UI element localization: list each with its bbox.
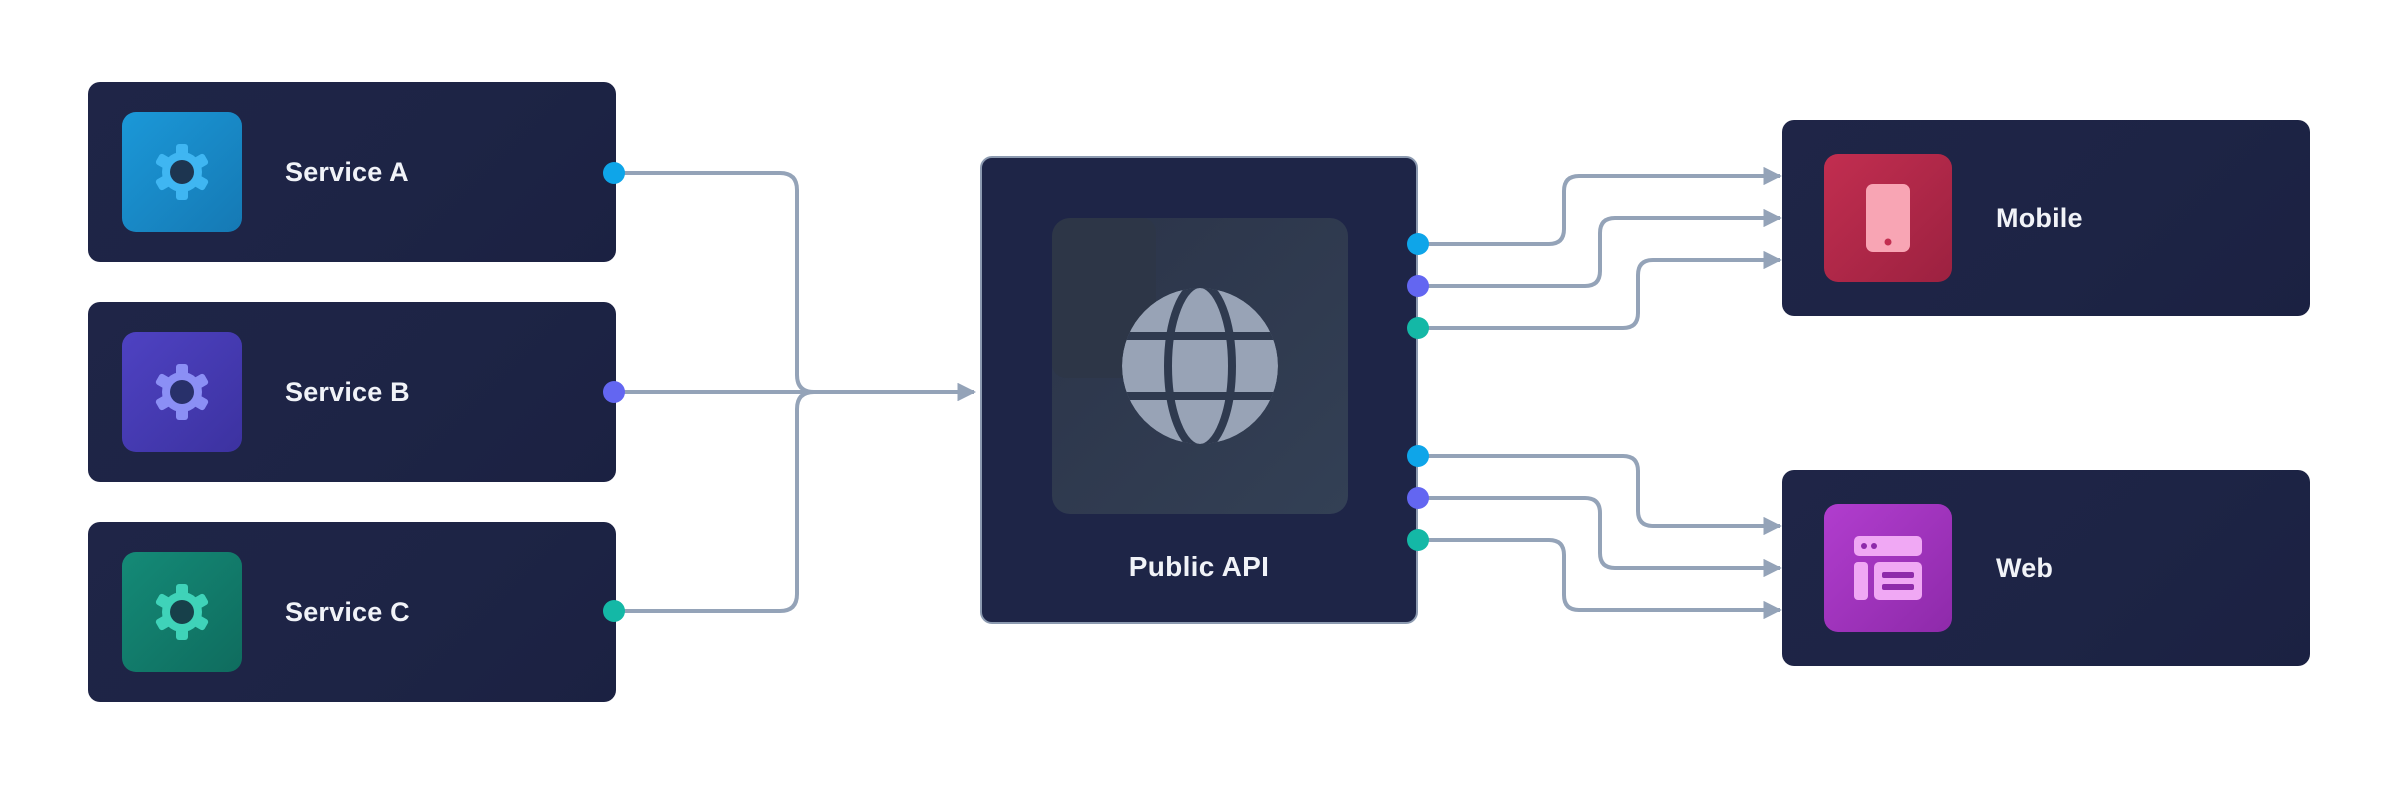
edge-service-c-api [613,390,974,613]
api-label: Public API [1128,551,1270,582]
edge-service-a-api [613,171,976,402]
api-port-mobile-1[interactable] [1407,233,1429,255]
api-port-web-2[interactable] [1407,487,1429,509]
service-b-tile [122,332,242,452]
edge-api-web-2 [1418,496,1782,578]
api-port-web-3[interactable] [1407,529,1429,551]
service-a-port[interactable] [603,162,625,184]
service-label: Service B [285,376,410,407]
public-api-node[interactable]: Public API [980,156,1418,624]
globe-icon [1122,288,1278,444]
service-label: Service C [285,596,410,627]
gear-icon [155,144,209,200]
edge-api-mobile-2 [1418,208,1782,288]
api-port-mobile-2[interactable] [1407,275,1429,297]
service-a-tile [122,112,242,232]
service-c-tile [122,552,242,672]
client-label: Web [1996,552,2054,583]
edge-api-web-1 [1418,454,1782,536]
service-a-card[interactable]: Service A [88,82,616,262]
service-b-card[interactable]: Service B [88,302,616,482]
api-port-web-1[interactable] [1407,445,1429,467]
service-c-card[interactable]: Service C [88,522,616,702]
web-tile [1824,504,1952,632]
client-label: Mobile [1996,202,2083,233]
api-port-mobile-3[interactable] [1407,317,1429,339]
service-label: Service A [285,156,409,187]
phone-icon [1866,184,1910,252]
service-b-port[interactable] [603,381,625,403]
web-client-card[interactable]: Web [1782,470,2310,666]
browser-icon [1854,536,1922,600]
edge-api-mobile-1 [1418,166,1782,246]
mobile-tile [1824,154,1952,282]
service-c-port[interactable] [603,600,625,622]
gear-icon [155,364,209,420]
mobile-client-card[interactable]: Mobile [1782,120,2310,316]
edge-api-web-3 [1418,538,1782,620]
api-icon-tile [1052,218,1348,514]
gear-icon [155,584,209,640]
edge-api-mobile-3 [1418,250,1782,330]
